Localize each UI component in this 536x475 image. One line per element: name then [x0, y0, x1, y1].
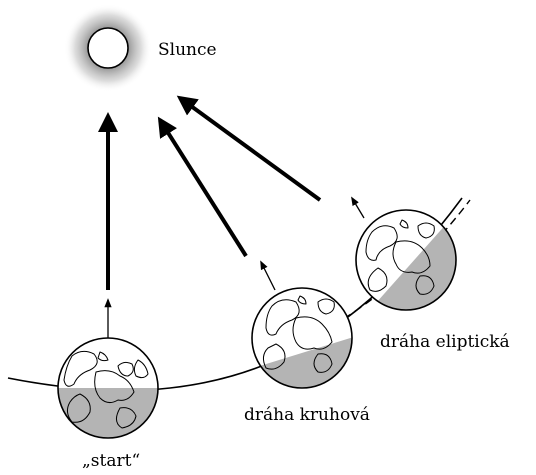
earth-globe-icon: [355, 209, 457, 311]
sun: [64, 4, 152, 92]
earth-globe-icon: [251, 287, 353, 389]
orientation-arrow-circular: [260, 260, 276, 291]
sun-direction-arrow-elliptic: [176, 95, 322, 202]
elliptic-orbit-label: dráha eliptická: [380, 332, 510, 352]
circular-orbit-label: dráha kruhová: [244, 405, 370, 425]
sun-icon: [87, 27, 129, 69]
sun-direction-arrow-circular: [157, 116, 248, 258]
earth-globe-icon: [57, 337, 159, 439]
elliptic-orbit-path: [309, 199, 471, 339]
sun-label: Slunce: [158, 40, 217, 60]
start-label: „start“: [82, 451, 140, 471]
orientation-arrow-elliptic: [351, 196, 365, 219]
